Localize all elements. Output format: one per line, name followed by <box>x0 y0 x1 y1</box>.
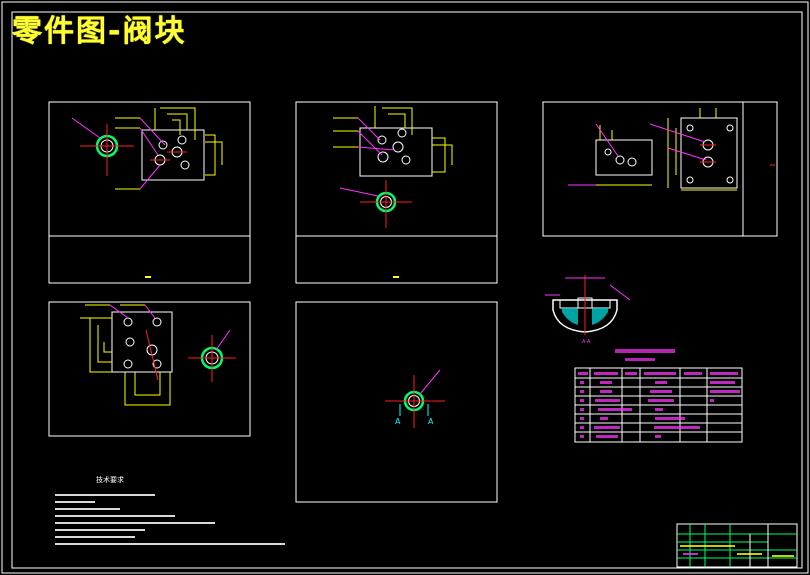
section-a-a-view: A-A <box>545 275 631 345</box>
view-1 <box>48 101 251 284</box>
technical-requirements: 技术要求 <box>55 475 285 545</box>
section-a-a-label: A-A <box>582 339 591 345</box>
inner-frame <box>11 11 803 569</box>
section-arrow-a-left: A <box>395 417 401 426</box>
view-2 <box>295 101 498 284</box>
section-arrow-a-right: A <box>428 417 434 426</box>
view-5: A A <box>295 301 498 503</box>
drawing-title: 零件图-阀块 <box>12 14 187 49</box>
hole-table <box>574 349 743 443</box>
tech-notes-heading: 技术要求 <box>96 475 124 484</box>
view-4 <box>48 301 251 437</box>
title-block <box>676 523 798 568</box>
view-3 <box>542 101 778 237</box>
